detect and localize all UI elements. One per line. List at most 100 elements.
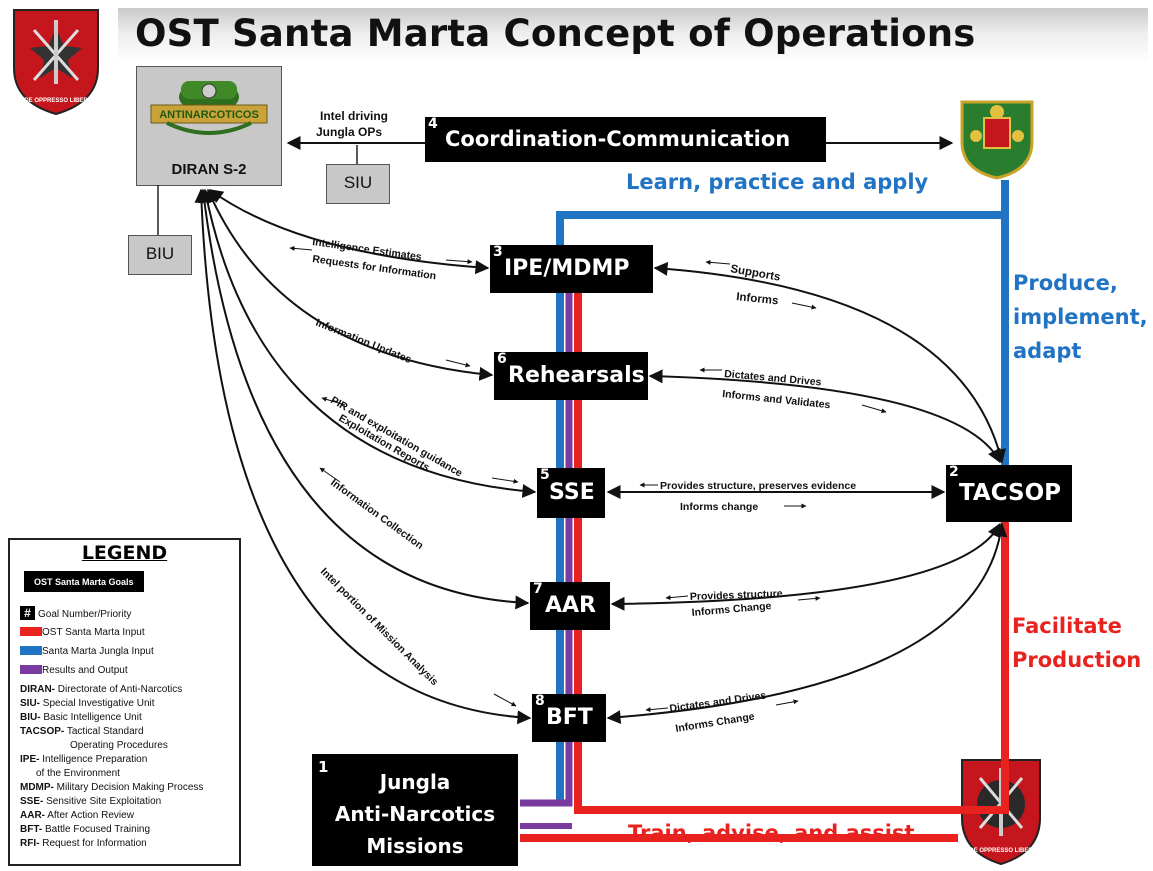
label-informs: Informs: [736, 291, 779, 307]
legend-goals-label: OST Santa Marta Goals: [24, 571, 144, 592]
arrow-diran-rehearsals: [206, 188, 494, 381]
label-informs-change-sse: Informs change: [680, 501, 758, 513]
flow-label-produce-1: Produce,: [1013, 271, 1118, 295]
arrow-diran-ipe: [208, 189, 490, 275]
small-arrow: [321, 396, 346, 406]
results-output-line: [520, 270, 573, 807]
legend-abbr-aar: AAR- After Action Review: [20, 810, 134, 821]
label-intel-driving: Intel driving: [320, 109, 388, 123]
label-informs-change-aar: Informs Change: [691, 600, 772, 619]
small-arrow: [493, 693, 517, 707]
crest-motto-bottom: DE OPPRESSO LIBER: [969, 848, 1033, 854]
police-crest-icon: [960, 100, 1034, 180]
goal-number: 2: [949, 464, 959, 480]
goal-number: 8: [535, 693, 545, 709]
goal-box-coordination: 4 Coordination-Communication: [425, 116, 826, 162]
small-arrow: [791, 302, 817, 310]
arrow-tacsop-ipe: [653, 261, 1006, 464]
biu-label: BIU: [145, 244, 175, 263]
label-pir: PIR and exploitation guidance: [329, 394, 465, 479]
legend-abbr-tacsop: TACSOP- Tactical Standard: [20, 726, 144, 737]
crest-motto: DE OPPRESSO LIBER: [24, 98, 88, 104]
goal-label: IPE/MDMP: [504, 256, 630, 281]
label-informs-change-bft: Informs Change: [675, 711, 756, 735]
label-provides-structure: Provides structure: [690, 588, 783, 603]
goal-number: 5: [540, 467, 550, 483]
flow-label-facilitate-1: Facilitate: [1012, 614, 1122, 638]
antinarcoticos-banner: ANTINARCOTICOS: [159, 109, 259, 121]
arrow-tacsop-bft: [606, 522, 1008, 725]
goal-label-line2: Anti-Narcotics: [334, 802, 496, 826]
legend-abbr-bft: BFT- Battle Focused Training: [20, 824, 151, 835]
label-info-updates: Information Updates: [314, 317, 413, 366]
biu-box: BIU: [128, 235, 192, 275]
label-informs-validates: Informs and Validates: [722, 388, 831, 411]
diran-label: DIRAN S-2: [171, 161, 247, 178]
label-info-collection: Information Collection: [328, 477, 425, 552]
legend-abbr-ipe-cont: of the Environment: [36, 768, 120, 779]
goal-box-tacsop: 2 TACSOP: [946, 464, 1072, 522]
small-arrow: [491, 477, 519, 484]
legend-item-jungla-input: Santa Marta Jungla Input: [20, 646, 154, 657]
goal-label: TACSOP: [959, 480, 1061, 506]
arrow-tacsop-aar: [610, 522, 1001, 611]
small-arrow: [445, 259, 473, 265]
goal-label: Coordination-Communication: [445, 127, 791, 151]
goal-number: 6: [497, 351, 507, 367]
legend-item-ost-input: OST Santa Marta Input: [20, 627, 145, 638]
legend-abbr-diran: DIRAN- Directorate of Anti-Narcotics: [20, 684, 183, 695]
legend-item-goal-number: #Goal Number/Priority: [20, 606, 131, 620]
flow-label-facilitate-2: Production: [1012, 648, 1142, 672]
goal-box-bft: 8 BFT: [532, 693, 606, 742]
goal-box-ipe-mdmp: 3 IPE/MDMP: [490, 244, 653, 293]
diran-box: ANTINARCOTICOS DIRAN S-2: [136, 66, 282, 186]
goal-label: Rehearsals: [508, 363, 645, 388]
red-swatch-icon: [20, 627, 42, 636]
small-arrow: [861, 404, 887, 414]
title-bar: [118, 8, 1148, 63]
goal-number: 4: [428, 116, 438, 132]
goal-number: 7: [533, 581, 543, 597]
flow-label-learn: Learn, practice and apply: [626, 170, 929, 194]
small-arrow: [445, 359, 471, 368]
legend-abbr-biu: BIU- Basic Intelligence Unit: [20, 712, 142, 723]
flow-label-produce-2: implement,: [1013, 305, 1148, 329]
small-arrow: [775, 699, 799, 706]
legend-abbr-sse: SSE- Sensitive Site Exploitation: [20, 796, 162, 807]
legend-abbr-ipe: IPE- Intelligence Preparation: [20, 754, 148, 765]
siu-label: SIU: [343, 173, 373, 192]
goal-box-sse: 5 SSE: [537, 467, 605, 518]
label-jungla-ops: Jungla OPs: [316, 125, 382, 139]
goal-label-line3: Missions: [366, 834, 464, 858]
antinarcoticos-emblem-icon: ANTINARCOTICOS: [150, 81, 268, 135]
small-arrow: [705, 259, 731, 265]
goal-label: BFT: [546, 705, 593, 730]
goal-label-line1: Jungla: [379, 770, 451, 794]
hash-icon: #: [20, 606, 35, 620]
blue-swatch-icon: [20, 646, 42, 655]
goal-box-jungla-missions: 1 Jungla Anti-Narcotics Missions: [312, 754, 518, 866]
page-title: OST Santa Marta Concept of Operations: [135, 12, 976, 55]
goal-number: 1: [318, 758, 329, 776]
small-arrow: [797, 595, 821, 601]
small-arrow: [319, 467, 341, 483]
goal-label: SSE: [549, 480, 595, 505]
goal-box-rehearsals: 6 Rehearsals: [494, 351, 648, 400]
legend-abbr-mdmp: MDMP- Military Decision Making Process: [20, 782, 204, 793]
flow-label-produce-3: adapt: [1013, 339, 1082, 363]
small-arrow: [289, 245, 313, 251]
goal-number: 3: [493, 244, 503, 260]
label-provides-evidence: Provides structure, preserves evidence: [660, 480, 856, 492]
small-arrow: [665, 595, 689, 601]
legend-item-results-output: Results and Output: [20, 665, 128, 676]
arrow-diran-bft: [194, 188, 532, 725]
arrow-tacsop-rehearsals: [648, 369, 1001, 464]
purple-swatch-icon: [20, 665, 42, 674]
legend-abbr-rfi: RFI- Request for Information: [20, 838, 147, 849]
flow-label-train: Train, advise, and assist: [628, 821, 915, 845]
legend-title: LEGEND: [81, 542, 168, 564]
goal-label: AAR: [545, 593, 596, 618]
legend: LEGEND OST Santa Marta Goals #Goal Numbe…: [8, 538, 241, 866]
ost-input-line: [574, 270, 1009, 814]
